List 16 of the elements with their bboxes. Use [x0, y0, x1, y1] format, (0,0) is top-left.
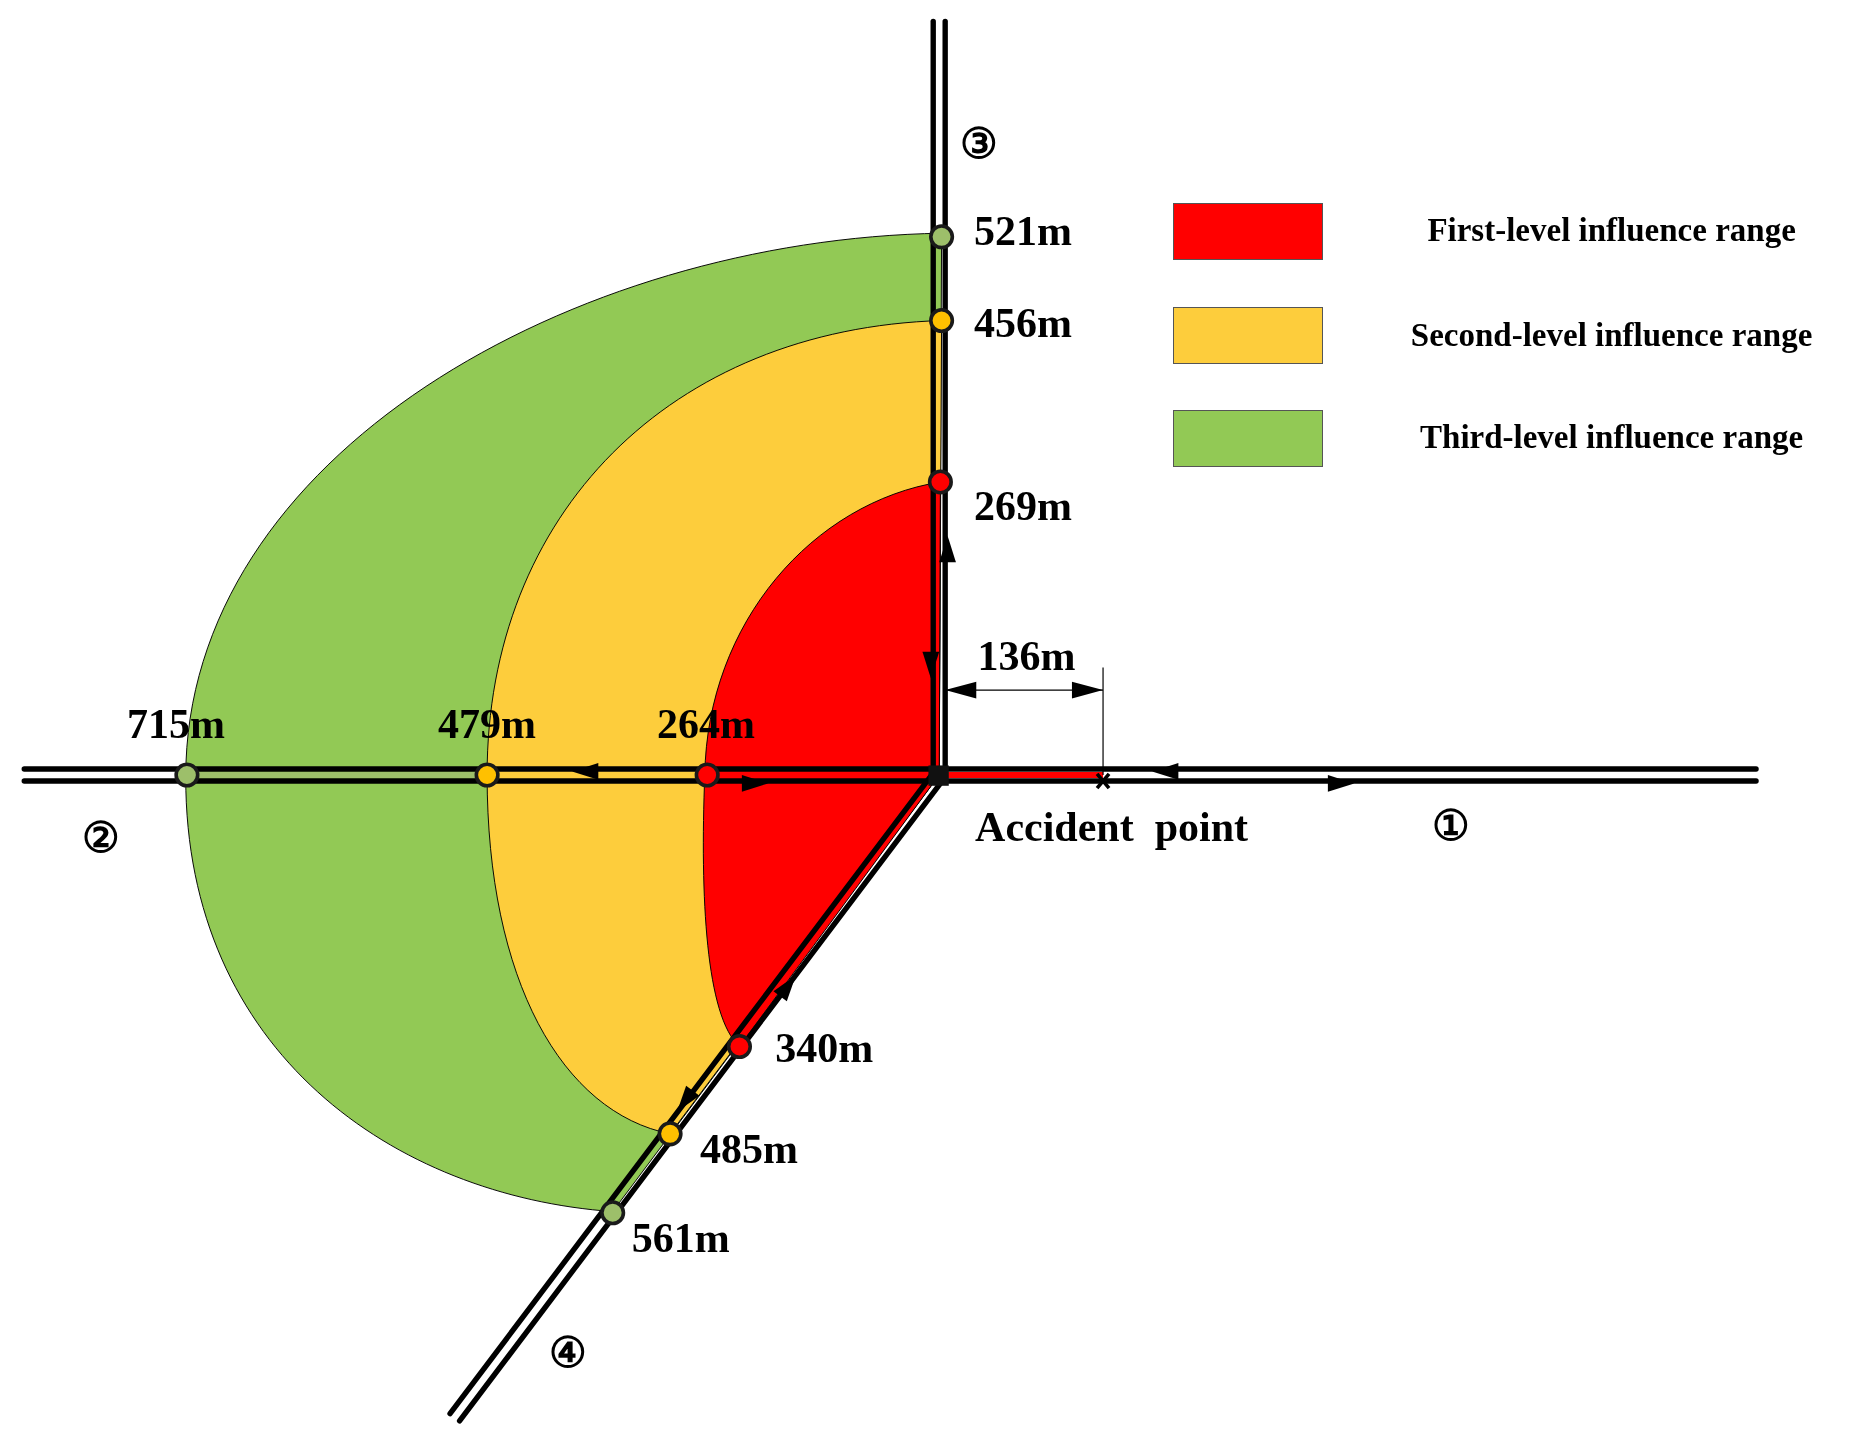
distance-label: 479m	[437, 702, 536, 745]
legend-label: Third-level influence range	[1420, 421, 1804, 455]
distance-label: 561m	[631, 1217, 730, 1260]
road-number: ④	[549, 1332, 588, 1375]
accident-point-label: Accident point	[975, 805, 1249, 848]
legend-label: Second-level influence range	[1410, 318, 1813, 352]
distance-label: 340m	[775, 1027, 874, 1070]
dimension-label: 136m	[977, 634, 1076, 677]
distance-label: 269m	[973, 485, 1072, 528]
legend-label: First-level influence range	[1427, 214, 1796, 248]
distance-label: 521m	[973, 209, 1072, 252]
distance-label: 485m	[699, 1127, 798, 1170]
road-number: ③	[959, 122, 998, 165]
distance-label: 456m	[973, 302, 1072, 345]
road-number: ①	[1432, 804, 1471, 847]
road-number: ②	[81, 816, 120, 859]
